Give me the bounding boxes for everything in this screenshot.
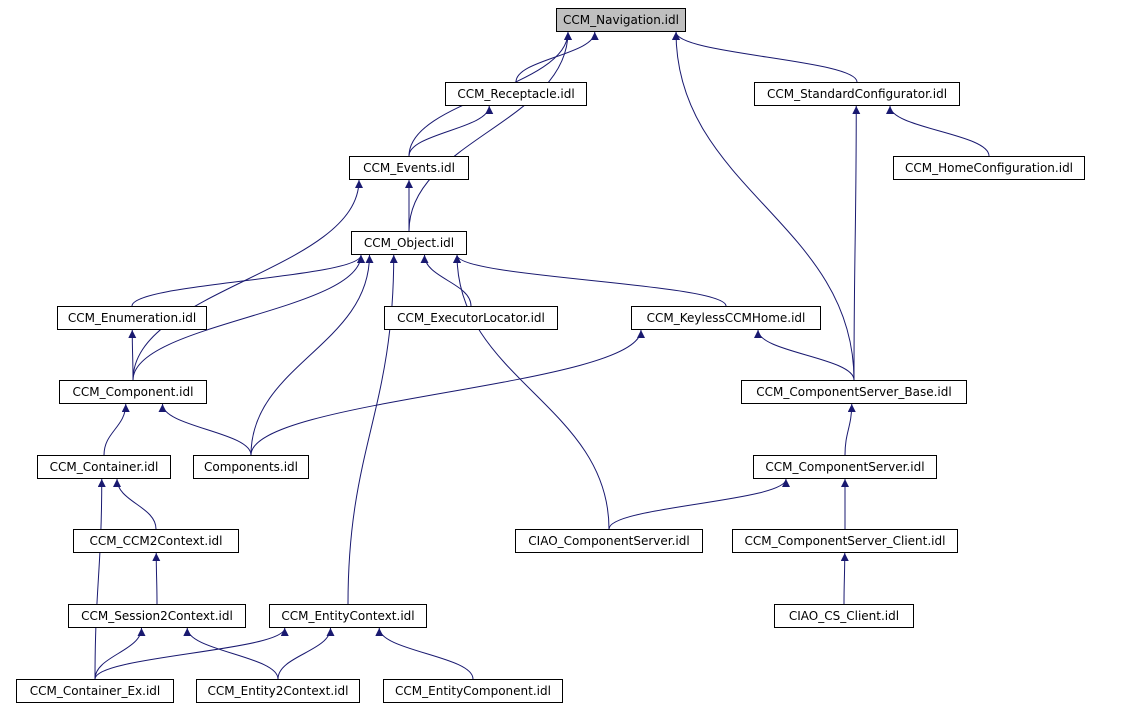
edge-csb-to-nav xyxy=(672,31,855,381)
edge-ccm2-to-cont xyxy=(113,478,157,530)
node-ccm-executor-locator[interactable]: CCM_ExecutorLocator.idl xyxy=(384,306,558,330)
edge-evt-to-rec xyxy=(408,105,494,157)
node-ccm-object[interactable]: CCM_Object.idl xyxy=(351,231,467,255)
edge-comps-to-obj xyxy=(250,254,374,456)
edge-comps-to-key xyxy=(250,329,645,456)
edge-csb-to-std xyxy=(852,105,861,381)
node-ccm-entity-component[interactable]: CCM_EntityComponent.idl xyxy=(383,679,563,703)
node-ccm-component-server[interactable]: CCM_ComponentServer.idl xyxy=(753,455,937,479)
node-ccm-home-configuration[interactable]: CCM_HomeConfiguration.idl xyxy=(893,156,1085,180)
edge-obj-to-nav xyxy=(408,31,572,232)
node-ccm-component-server-base[interactable]: CCM_ComponentServer_Base.idl xyxy=(741,380,967,404)
edge-cont-to-comp xyxy=(103,403,130,456)
edge-comp-to-evt xyxy=(132,179,363,381)
node-ccm-ccm2context[interactable]: CCM_CCM2Context.idl xyxy=(73,529,239,553)
edge-exe-to-obj xyxy=(420,254,472,307)
node-ccm-events[interactable]: CCM_Events.idl xyxy=(349,156,469,180)
node-ciao-component-server[interactable]: CIAO_ComponentServer.idl xyxy=(515,529,703,553)
node-ccm-container-ex[interactable]: CCM_Container_Ex.idl xyxy=(16,679,174,703)
edge-ses-to-ccm2 xyxy=(152,552,161,605)
edge-comps-to-comp xyxy=(158,403,252,456)
edge-cex-to-ses xyxy=(94,627,146,680)
edge-ecomp-to-ent xyxy=(375,627,474,680)
edge-enu-to-obj xyxy=(131,254,365,307)
edge-e2c-to-ses xyxy=(183,627,279,680)
node-ccm-keyless-ccm-home[interactable]: CCM_KeylessCCMHome.idl xyxy=(631,306,821,330)
node-ccm-entity2context[interactable]: CCM_Entity2Context.idl xyxy=(196,679,360,703)
node-ccm-standard-configurator[interactable]: CCM_StandardConfigurator.idl xyxy=(754,82,960,106)
edge-key-to-obj xyxy=(453,254,727,307)
edge-e2c-to-ent xyxy=(277,627,335,680)
node-components[interactable]: Components.idl xyxy=(193,455,309,479)
edge-ciaocs-to-cs xyxy=(608,478,790,530)
edge-cs-to-csb xyxy=(844,403,856,456)
node-ccm-component-server-client[interactable]: CCM_ComponentServer_Client.idl xyxy=(732,529,958,553)
node-ccm-enumeration[interactable]: CCM_Enumeration.idl xyxy=(57,306,207,330)
edge-comp-to-enu xyxy=(128,329,137,381)
edge-ciaocs-to-obj xyxy=(453,254,610,530)
edge-home-to-std xyxy=(886,105,990,157)
edge-cex-to-cont xyxy=(94,478,106,680)
node-ccm-navigation[interactable]: CCM_Navigation.idl xyxy=(556,8,686,32)
edge-ciaoclient-to-csc xyxy=(840,552,849,605)
edge-std-to-nav xyxy=(672,31,858,83)
node-ccm-container[interactable]: CCM_Container.idl xyxy=(37,455,171,479)
edge-cex-to-ent xyxy=(94,627,289,680)
edge-csb-to-key xyxy=(754,329,855,381)
node-ccm-component[interactable]: CCM_Component.idl xyxy=(59,380,207,404)
node-ccm-entity-context[interactable]: CCM_EntityContext.idl xyxy=(269,604,427,628)
node-ciao-cs-client[interactable]: CIAO_CS_Client.idl xyxy=(774,604,914,628)
node-ccm-session2context[interactable]: CCM_Session2Context.idl xyxy=(68,604,246,628)
node-ccm-receptacle[interactable]: CCM_Receptacle.idl xyxy=(445,82,587,106)
edge-comp-to-obj xyxy=(132,254,365,381)
